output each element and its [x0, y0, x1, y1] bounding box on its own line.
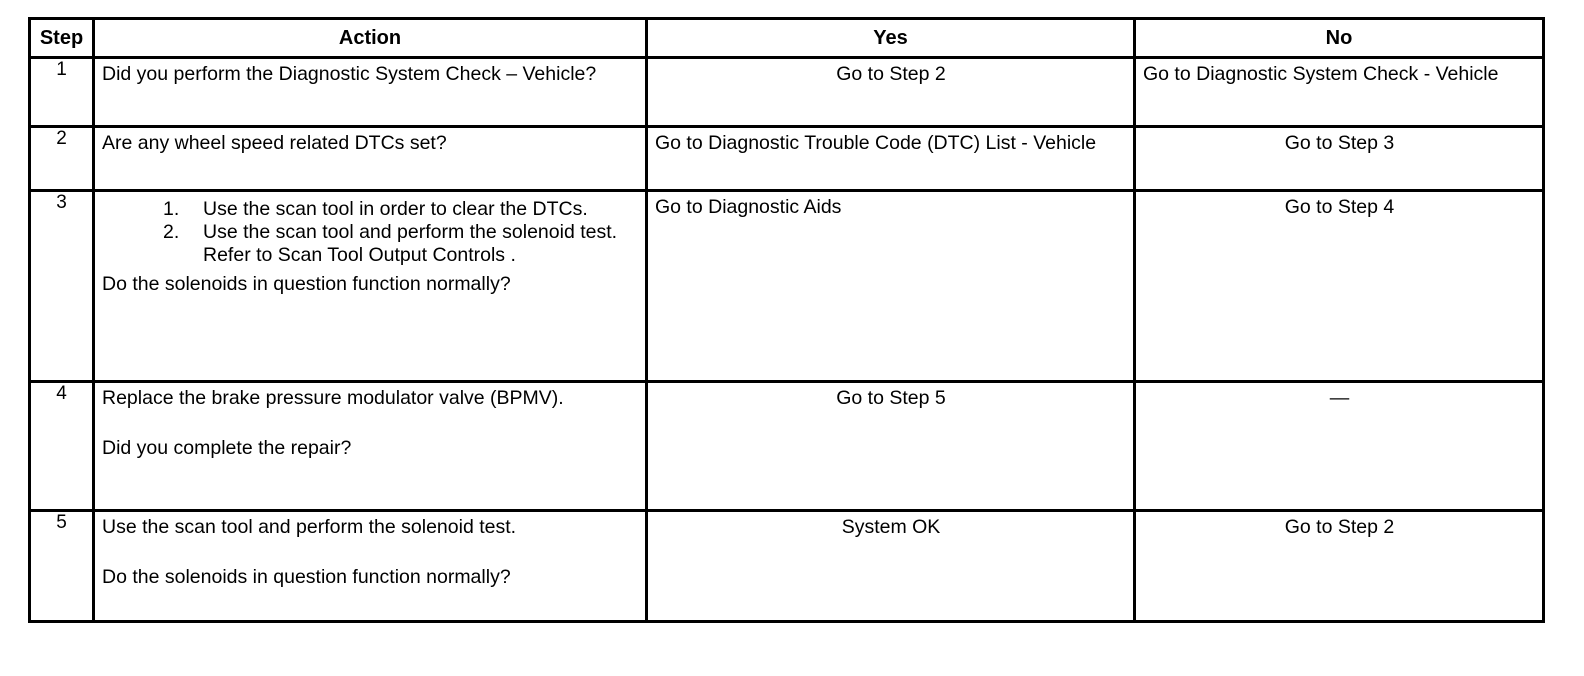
- no-text: Go to Step 3: [1284, 132, 1395, 154]
- action-cell: Use the scan tool and perform the soleno…: [92, 509, 648, 623]
- column-header-action: Action: [92, 17, 648, 59]
- no-text: Go to Step 4: [1284, 196, 1395, 218]
- action-cell: Use the scan tool in order to clear the …: [92, 189, 648, 383]
- yes-text: Go to Diagnostic Aids: [655, 196, 842, 218]
- action-step-list: Use the scan tool in order to clear the …: [95, 198, 645, 244]
- no-cell: Go to Diagnostic System Check - Vehicle: [1133, 56, 1545, 128]
- no-cell: Go to Step 3: [1133, 125, 1545, 192]
- step-number: 4: [28, 380, 95, 512]
- list-item: Use the scan tool in order to clear the …: [163, 198, 588, 221]
- yes-text: System OK: [841, 516, 941, 538]
- action-question: Do the solenoids in question function no…: [102, 565, 511, 588]
- step-number: 3: [28, 189, 95, 383]
- step-number: 2: [28, 125, 95, 192]
- action-intro: Use the scan tool and perform the soleno…: [102, 516, 517, 538]
- yes-text: Go to Step 2: [836, 63, 946, 85]
- action-reference-note: Refer to Scan Tool Output Controls .: [203, 244, 516, 266]
- yes-cell: Go to Step 2: [645, 56, 1136, 128]
- step-number: 1: [28, 56, 95, 128]
- list-item: Use the scan tool and perform the soleno…: [163, 221, 618, 244]
- yes-cell: System OK: [645, 509, 1136, 623]
- column-header-yes: Yes: [645, 17, 1136, 59]
- action-cell: Replace the brake pressure modulator val…: [92, 380, 648, 512]
- no-cell: Go to Step 2: [1133, 509, 1545, 623]
- no-text: Go to Diagnostic System Check - Vehicle: [1143, 63, 1499, 85]
- no-cell: —: [1133, 380, 1545, 512]
- action-cell: Are any wheel speed related DTCs set?: [92, 125, 648, 192]
- blank-line: [95, 414, 645, 433]
- diagnostic-procedure-table: Step Action Yes No 1 Did you perform the…: [28, 17, 1545, 623]
- yes-text: Go to Diagnostic Trouble Code (DTC) List…: [655, 132, 1097, 154]
- no-text: Go to Step 2: [1284, 516, 1395, 538]
- action-intro: Replace the brake pressure modulator val…: [102, 387, 564, 409]
- action-text: Are any wheel speed related DTCs set?: [102, 132, 447, 154]
- action-cell: Did you perform the Diagnostic System Ch…: [92, 56, 648, 128]
- step-number: 5: [28, 509, 95, 623]
- blank-line: [95, 543, 645, 562]
- table-row: 3 Use the scan tool in order to clear th…: [28, 189, 1545, 383]
- yes-text: Go to Step 5: [836, 387, 946, 409]
- yes-cell: Go to Diagnostic Aids: [645, 189, 1136, 383]
- yes-cell: Go to Diagnostic Trouble Code (DTC) List…: [645, 125, 1136, 192]
- column-header-no: No: [1133, 17, 1545, 59]
- table-row: 5 Use the scan tool and perform the sole…: [28, 509, 1545, 623]
- action-question: Do the solenoids in question function no…: [102, 273, 511, 295]
- table-header-row: Step Action Yes No: [28, 17, 1545, 59]
- table-row: 4 Replace the brake pressure modulator v…: [28, 380, 1545, 512]
- no-cell: Go to Step 4: [1133, 189, 1545, 383]
- table-row: 2 Are any wheel speed related DTCs set? …: [28, 125, 1545, 192]
- table-row: 1 Did you perform the Diagnostic System …: [28, 56, 1545, 128]
- column-header-step: Step: [28, 17, 95, 59]
- no-text: —: [1329, 387, 1350, 409]
- action-text: Did you perform the Diagnostic System Ch…: [102, 63, 597, 85]
- yes-cell: Go to Step 5: [645, 380, 1136, 512]
- action-question: Did you complete the repair?: [102, 436, 352, 459]
